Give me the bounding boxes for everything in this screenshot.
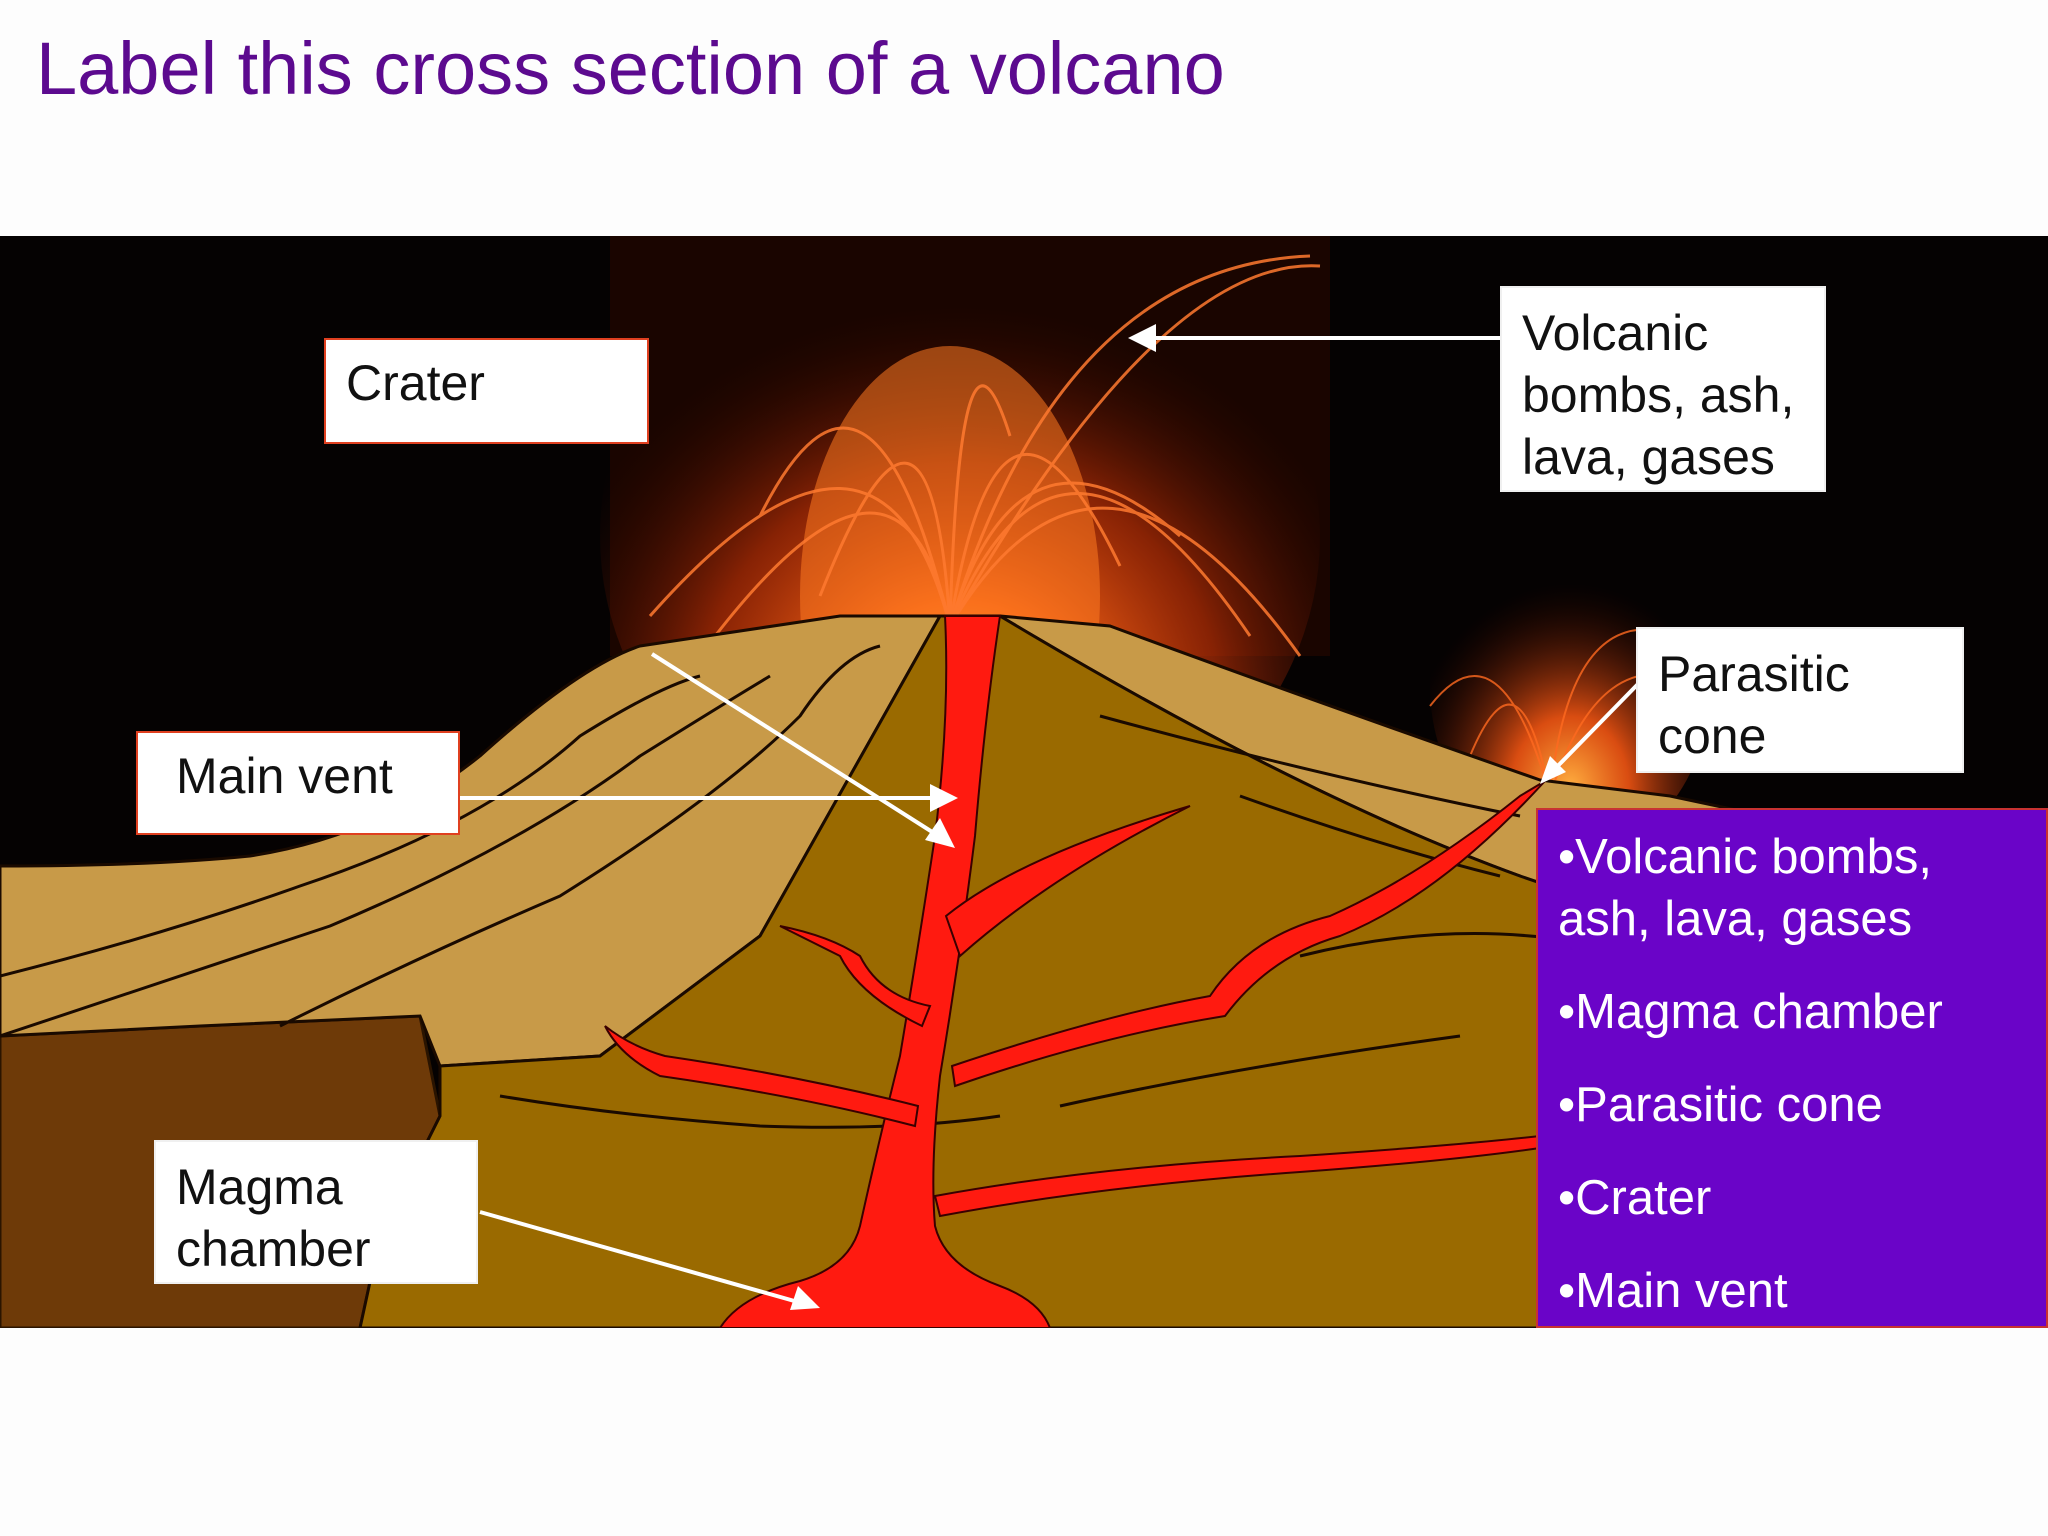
slide-title: Label this cross section of a volcano <box>36 27 1225 110</box>
magma-system <box>604 615 1546 1328</box>
parasitic-cone-label[interactable]: Parasitic cone <box>1636 627 1964 773</box>
word-bank-item[interactable]: •Crater <box>1558 1171 1712 1225</box>
word-bank-item[interactable]: •Volcanic bombs, ash, lava, gases <box>1558 830 1932 946</box>
word-bank-item[interactable]: •Main vent <box>1558 1264 1788 1318</box>
arrowheads <box>790 324 1566 1310</box>
word-bank-item[interactable]: •Magma chamber <box>1558 985 1943 1039</box>
parasitic-cone-arrow <box>1546 682 1640 778</box>
magma-chamber-shape <box>718 615 1052 1328</box>
main-eruption <box>600 236 1330 866</box>
word-bank-item[interactable]: •Parasitic cone <box>1558 1078 1883 1132</box>
magma-chamber-arrow <box>479 1210 813 1308</box>
crater-arrow <box>650 652 950 844</box>
magma-chamber-label[interactable]: Magma chamber <box>154 1140 478 1284</box>
label-arrows <box>460 336 1640 1308</box>
crater-label[interactable]: Crater <box>324 338 649 444</box>
word-bank-list: •Volcanic bombs, ash, lava, gases •Magma… <box>1558 826 2030 1322</box>
word-bank: •Volcanic bombs, ash, lava, gases •Magma… <box>1536 808 2048 1328</box>
volcanic-bombs-label[interactable]: Volcanic bombs, ash, lava, gases <box>1500 286 1826 492</box>
main-vent-label[interactable]: Main vent <box>136 731 460 835</box>
